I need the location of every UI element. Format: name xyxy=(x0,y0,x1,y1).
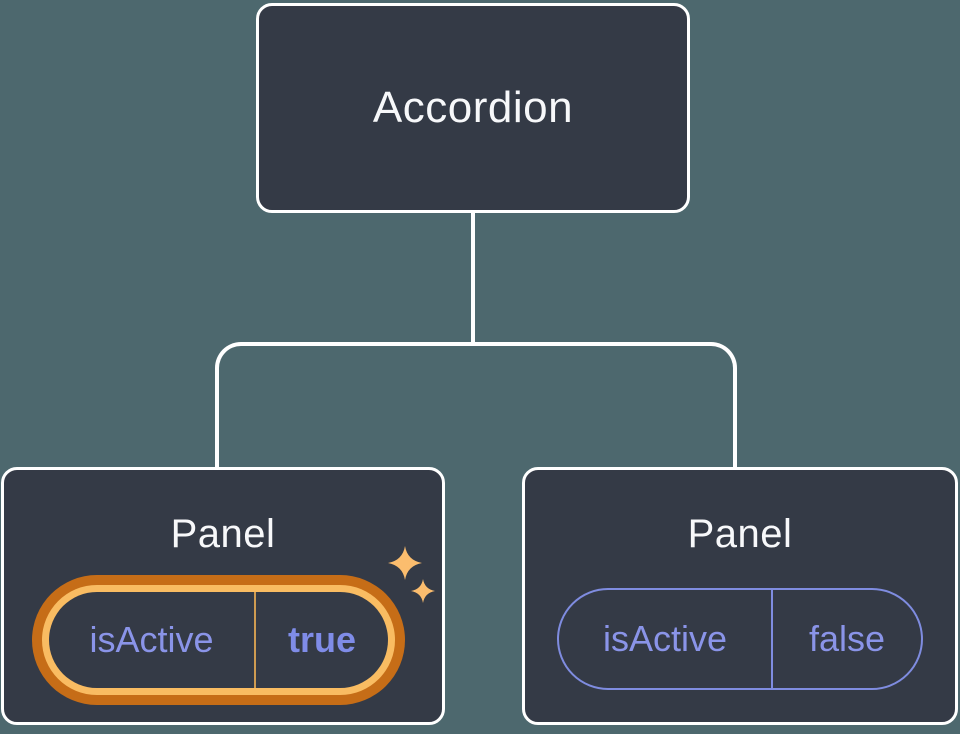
component-node-panel-active: Panel isActive true xyxy=(1,467,445,725)
state-key: isActive xyxy=(602,618,728,659)
state-pill-inactive: isActive false xyxy=(557,588,923,690)
component-node-accordion: Accordion xyxy=(256,3,690,213)
pill-divider xyxy=(771,590,773,688)
sparkle-icon-small xyxy=(411,579,435,603)
state-pill-active: isActive true xyxy=(49,592,388,688)
state-key: isActive xyxy=(89,619,214,660)
state-value: false xyxy=(808,618,886,659)
connector-branch xyxy=(215,342,737,468)
pill-divider xyxy=(254,592,256,688)
component-node-panel-inactive: Panel isActive false xyxy=(522,467,958,725)
component-label-accordion: Accordion xyxy=(372,83,574,132)
component-label-panel-active: Panel xyxy=(170,512,276,556)
state-value: true xyxy=(287,619,356,660)
sparkle-icon-large xyxy=(388,546,422,580)
component-label-panel-inactive: Panel xyxy=(687,512,793,556)
connector-stem xyxy=(471,213,475,345)
